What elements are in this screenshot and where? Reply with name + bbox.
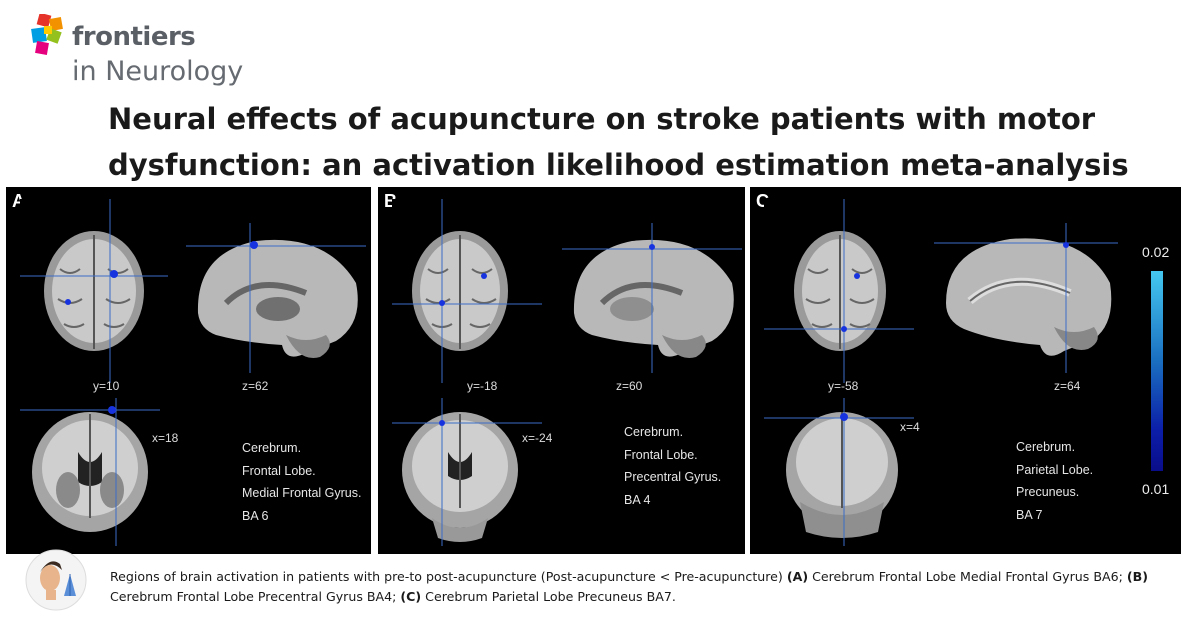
coord-y-label: y=-18 [467, 379, 498, 393]
region-line: Precuneus. [1016, 485, 1080, 499]
coord-y-label: y=10 [93, 379, 120, 393]
coronal-slice-bottom [20, 398, 160, 546]
coronal-slice-bottom [392, 398, 542, 546]
region-line: Medial Frontal Gyrus. [242, 486, 362, 500]
caption-a-label: (A) [786, 569, 809, 584]
region-label: Cerebrum. Frontal Lobe. Precentral Gyrus… [624, 421, 721, 511]
region-line: Cerebrum. [624, 425, 684, 439]
coronal-slice-top [392, 199, 542, 383]
region-line: Cerebrum. [242, 441, 302, 455]
figure-panel-b: B y=-18 z=60 x=-24 Cerebrum. Frontal Lob… [378, 187, 745, 554]
colorbar-max-label: 0.02 [1142, 244, 1170, 260]
coronal-slice-top [20, 199, 168, 383]
coord-x-label: x=18 [152, 431, 179, 445]
coord-y-label: y=-58 [828, 379, 859, 393]
sagittal-slice [562, 223, 742, 373]
caption-lead: Regions of brain activation in patients … [110, 569, 787, 584]
journal-brand: frontiers [72, 22, 196, 52]
sagittal-slice [934, 223, 1118, 373]
caption-c-text: Cerebrum Parietal Lobe Precuneus BA7. [421, 589, 676, 604]
region-label: Cerebrum. Parietal Lobe. Precuneus. BA 7 [1016, 436, 1093, 526]
region-line: Cerebrum. [1016, 440, 1076, 454]
paper-title: Neural effects of acupuncture on stroke … [108, 102, 1129, 182]
coord-z-label: z=62 [242, 379, 269, 393]
coord-z-label: z=64 [1054, 379, 1081, 393]
colorbar-min-label: 0.01 [1142, 481, 1170, 497]
coronal-slice-bottom [764, 398, 914, 546]
coord-z-label: z=60 [616, 379, 643, 393]
coord-x-label: x=-24 [522, 431, 553, 445]
region-line: BA 7 [1016, 507, 1043, 522]
region-line: Parietal Lobe. [1016, 462, 1094, 477]
caption-b-label: (B) [1126, 569, 1148, 584]
figure-panel-a: A y=10 z=62 x=18 Cerebrum. Frontal Lobe. [6, 187, 371, 554]
region-line: Precentral Gyrus. [624, 470, 722, 484]
region-label: Cerebrum. Frontal Lobe. Medial Frontal G… [242, 437, 361, 527]
region-line: BA 6 [242, 508, 269, 523]
journal-name: in Neurology [72, 56, 244, 87]
caption-b-text: Cerebrum Frontal Lobe Precentral Gyrus B… [110, 589, 401, 604]
caption-c-label: (C) [400, 589, 422, 604]
region-line: BA 4 [624, 492, 651, 507]
region-line: Frontal Lobe. [242, 463, 316, 478]
coronal-slice-top [764, 199, 914, 383]
sagittal-slice [186, 223, 366, 373]
figure-caption: Regions of brain activation in patients … [110, 567, 1170, 607]
figure-panel-c: C y=-58 z=64 x=4 Cerebrum. Parietal Lobe… [750, 187, 1181, 554]
colorbar [1151, 271, 1163, 471]
caption-a-text: Cerebrum Frontal Lobe Medial Frontal Gyr… [808, 569, 1127, 584]
frontiers-logo-icon [31, 14, 63, 55]
coord-x-label: x=4 [900, 420, 920, 434]
acupuncture-head-icon [25, 549, 87, 611]
region-line: Frontal Lobe. [624, 447, 698, 462]
